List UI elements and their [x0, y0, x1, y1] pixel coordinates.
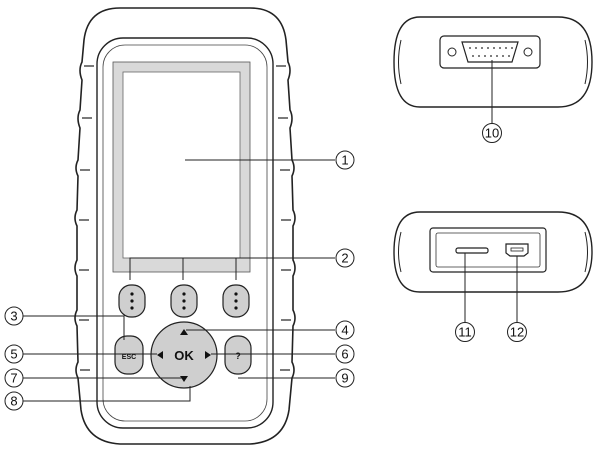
callout-1-label: 1 — [341, 153, 348, 168]
callout-9-label: 9 — [341, 371, 348, 386]
callout-6: 6 — [335, 344, 355, 364]
arrow-left-icon[interactable] — [157, 351, 163, 359]
callout-12-label: 12 — [510, 325, 524, 340]
top-connector-view — [393, 16, 593, 108]
port-panel-inner — [435, 232, 541, 268]
callout-5-label: 5 — [10, 347, 17, 362]
connector-screw-left — [447, 47, 457, 57]
callout-7-label: 7 — [10, 371, 17, 386]
callout-5: 5 — [4, 344, 24, 364]
leader-lines — [23, 60, 518, 402]
callout-4: 4 — [335, 320, 355, 340]
callout-2-label: 2 — [341, 251, 348, 266]
db15-connector-shell — [461, 41, 519, 63]
callout-12: 12 — [507, 322, 527, 342]
sd-card-slot — [455, 247, 489, 254]
callout-10-label: 10 — [485, 126, 499, 141]
callout-10: 10 — [482, 123, 502, 143]
function-button-middle[interactable] — [170, 284, 198, 318]
device-front-view: ESC OK ? — [74, 7, 296, 445]
function-button-right[interactable] — [222, 284, 250, 318]
callout-1: 1 — [335, 150, 355, 170]
mini-usb-port — [505, 243, 529, 257]
callout-4-label: 4 — [341, 323, 348, 338]
callout-8-label: 8 — [10, 394, 17, 409]
esc-button-label: ESC — [122, 354, 136, 361]
directional-pad[interactable]: OK — [150, 321, 218, 389]
callout-2: 2 — [335, 248, 355, 268]
function-button-left[interactable] — [118, 284, 146, 318]
help-button[interactable]: ? — [224, 335, 252, 375]
help-button-label: ? — [235, 351, 241, 361]
callout-9: 9 — [335, 368, 355, 388]
bumper-grip-marks — [79, 65, 291, 371]
callout-7: 7 — [4, 368, 24, 388]
callout-6-label: 6 — [341, 347, 348, 362]
connector-screw-right — [523, 47, 533, 57]
callout-11-label: 11 — [458, 325, 472, 340]
ok-button-label[interactable]: OK — [174, 348, 194, 363]
callout-3: 3 — [4, 306, 24, 326]
callout-3-label: 3 — [10, 309, 17, 324]
connector-pins — [469, 47, 513, 57]
callout-11: 11 — [455, 322, 475, 342]
lcd-screen — [122, 71, 241, 259]
callout-8: 8 — [4, 391, 24, 411]
arrow-up-icon[interactable] — [180, 329, 188, 335]
esc-button[interactable]: ESC — [114, 335, 144, 375]
device-body-inner-line — [102, 44, 268, 422]
bottom-ports-view — [393, 211, 593, 293]
arrow-right-icon[interactable] — [205, 351, 211, 359]
